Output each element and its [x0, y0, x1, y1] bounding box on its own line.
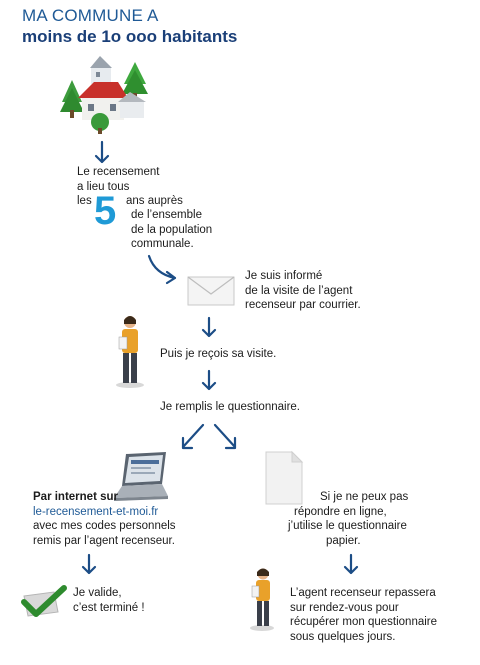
paper-questionnaire-icon [265, 450, 304, 505]
census-text-indented: de l’ensemble de la population communale… [131, 208, 212, 252]
census-agent-icon [250, 568, 274, 631]
paper-line: j’utilise le questionnaire [288, 520, 407, 532]
letter-text: Je suis informé de la visite de l’agent … [245, 269, 361, 313]
village-illustration [60, 56, 148, 134]
paper-line: papier. [326, 534, 361, 547]
online-label: Par internet sur [33, 491, 118, 503]
validate-text: Je valide, c’est terminé ! [73, 586, 145, 615]
tree-icon [91, 113, 109, 134]
laptop-icon [114, 452, 168, 501]
census-agent-icon [116, 316, 144, 388]
online-line: avec mes codes personnels [33, 520, 176, 532]
census-line: de l’ensemble [131, 209, 202, 221]
census-line: Le recensement [77, 166, 160, 178]
tree-icon [122, 62, 148, 100]
curved-arrow-icon [147, 254, 177, 285]
pickup-line: sur rendez-vous pour [290, 601, 399, 614]
census-website-link[interactable]: le-recensement-et-moi.fr [33, 505, 159, 518]
down-arrow-icon [201, 369, 217, 391]
census-text: Le recensement a lieu tous [77, 165, 159, 194]
pickup-line: récupérer mon questionnaire [290, 616, 438, 628]
census-line: communale. [131, 238, 194, 250]
letter-line: de la visite de l’agent [245, 284, 353, 297]
fill-questionnaire-text: Je remplis le questionnaire. [160, 401, 300, 413]
pickup-line: L’agent recenseur repassera [290, 587, 436, 599]
five-years-number: 5 [94, 189, 117, 233]
tree-icon [60, 80, 84, 118]
paper-line: répondre en ligne, [294, 505, 387, 518]
pickup-text: L’agent recenseur repassera sur rendez-v… [290, 586, 437, 644]
census-text-right: ans auprès [126, 194, 183, 209]
online-line: remis par l’agent recenseur. [33, 534, 175, 547]
page-subtitle: moins de 1o ooo habitants [22, 27, 238, 46]
house-icon [118, 92, 146, 118]
visit-text: Puis je reçois sa visite. [160, 348, 277, 360]
down-arrow-icon [343, 553, 359, 575]
census-line: les [77, 195, 92, 207]
census-line: ans auprès [126, 195, 183, 207]
house-icon [78, 82, 128, 120]
split-arrows-icon [181, 423, 237, 450]
checkmark-icon [21, 585, 67, 617]
census-line: a lieu tous [77, 180, 130, 193]
house-icon [90, 56, 112, 84]
pickup-line: sous quelques jours. [290, 630, 396, 643]
validate-line: c’est terminé ! [73, 601, 145, 614]
envelope-icon [187, 276, 235, 306]
online-text: Par internet sur le-recensement-et-moi.f… [33, 490, 176, 548]
down-arrow-icon [81, 553, 97, 575]
census-line: de la population [131, 223, 213, 236]
paper-text: Si je ne peux pas répondre en ligne, j’u… [262, 490, 408, 548]
letter-line: Je suis informé [245, 270, 323, 282]
down-arrow-icon [201, 316, 217, 338]
page-title: MA COMMUNE A [22, 6, 159, 25]
validate-line: Je valide, [73, 587, 122, 599]
down-arrow-icon [94, 140, 110, 164]
letter-line: recenseur par courrier. [245, 299, 361, 311]
paper-line: Si je ne peux pas [320, 491, 409, 503]
